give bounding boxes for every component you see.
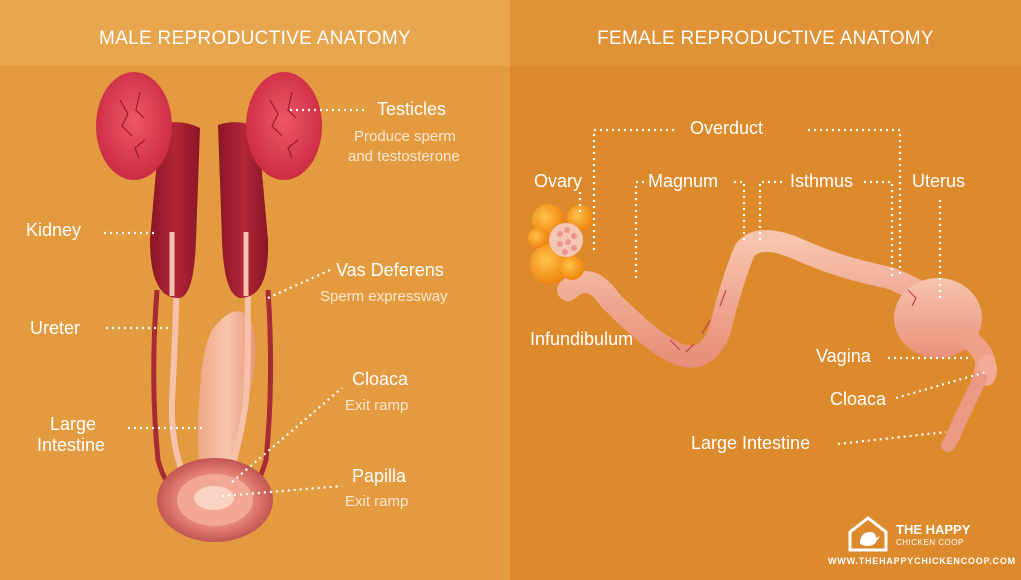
large-intestine-label-2: Intestine	[37, 435, 106, 455]
female-header: FEMALE REPRODUCTIVE ANATOMY	[510, 0, 1021, 66]
female-title: FEMALE REPRODUCTIVE ANATOMY	[597, 28, 934, 49]
brand-name-line1: THE HAPPY	[896, 522, 971, 537]
male-header: MALE REPRODUCTIVE ANATOMY	[0, 0, 510, 66]
male-title: MALE REPRODUCTIVE ANATOMY	[99, 28, 411, 49]
testicles-label: Testicles	[377, 99, 447, 119]
isthmus-label: Isthmus	[790, 171, 854, 191]
brand-name-line2: CHICKEN COOP	[896, 538, 964, 547]
overduct-label: Overduct	[690, 118, 764, 138]
male-anatomy-illustration	[96, 72, 368, 542]
vagina-label: Vagina	[816, 346, 871, 366]
large-intestine-label-1: Large	[50, 414, 97, 434]
ovary-label: Ovary	[534, 171, 583, 191]
female-large-intestine-label: Large Intestine	[691, 433, 811, 453]
testicles-desc-2: and testosterone	[348, 148, 460, 165]
uterus-label: Uterus	[912, 171, 966, 191]
ureter-label: Ureter	[30, 318, 81, 338]
papilla-desc: Exit ramp	[345, 493, 409, 510]
vas-deferens-label: Vas Deferens	[336, 260, 444, 280]
female-panel: FEMALE REPRODUCTIVE ANATOMY	[510, 0, 1021, 580]
female-intestine-shape	[941, 371, 987, 452]
kidney-label: Kidney	[26, 220, 82, 240]
left-kidney-shape	[150, 122, 200, 299]
papilla-shape	[194, 486, 234, 510]
cloaca-desc: Exit ramp	[345, 397, 409, 414]
left-testicle-shape	[96, 72, 172, 180]
vas-deferens-desc: Sperm expressway	[320, 288, 448, 305]
male-panel: MALE REPRODUCTIVE ANATOMY	[0, 0, 510, 580]
testicles-desc-1: Produce sperm	[354, 128, 456, 145]
infundibulum-label: Infundibulum	[530, 329, 634, 349]
cloaca-label: Cloaca	[352, 369, 409, 389]
female-cloaca-label: Cloaca	[830, 389, 887, 409]
magnum-label: Magnum	[648, 171, 719, 191]
female-anatomy-illustration	[528, 128, 997, 452]
chicken-coop-logo-icon	[848, 516, 888, 552]
papilla-label: Papilla	[352, 466, 407, 486]
right-kidney-shape	[218, 122, 269, 298]
brand-url: WWW.THEHAPPYCHICKENCOOP.COM	[828, 556, 1016, 566]
right-testicle-shape	[246, 72, 322, 180]
oviduct-shape	[557, 230, 941, 368]
